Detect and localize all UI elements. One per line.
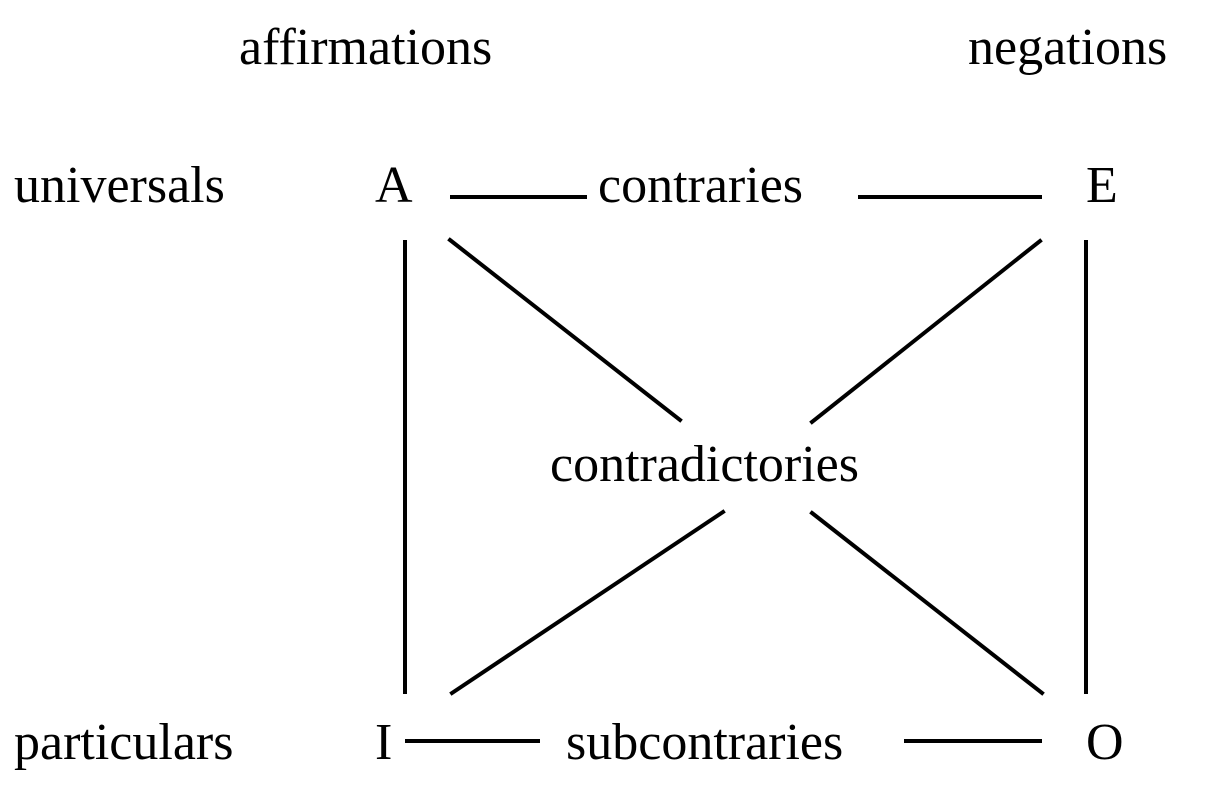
contraries-label: contraries xyxy=(598,157,804,214)
corner-i: I xyxy=(375,714,393,771)
contradictories-label: contradictories xyxy=(550,436,859,493)
corner-o: O xyxy=(1086,714,1124,771)
contradictory-line-center-i xyxy=(449,509,726,696)
subcontraries-label: subcontraries xyxy=(566,714,844,771)
negations-heading: negations xyxy=(968,19,1168,76)
universals-heading: universals xyxy=(14,157,225,214)
corner-e: E xyxy=(1086,157,1118,214)
corner-a: A xyxy=(375,157,413,214)
contradictory-line-e-center xyxy=(809,238,1043,425)
contradictory-line-center-o xyxy=(809,510,1045,696)
affirmations-heading: affirmations xyxy=(239,19,493,76)
particulars-heading: particulars xyxy=(14,714,234,771)
contradictory-line-a-center xyxy=(447,237,683,423)
